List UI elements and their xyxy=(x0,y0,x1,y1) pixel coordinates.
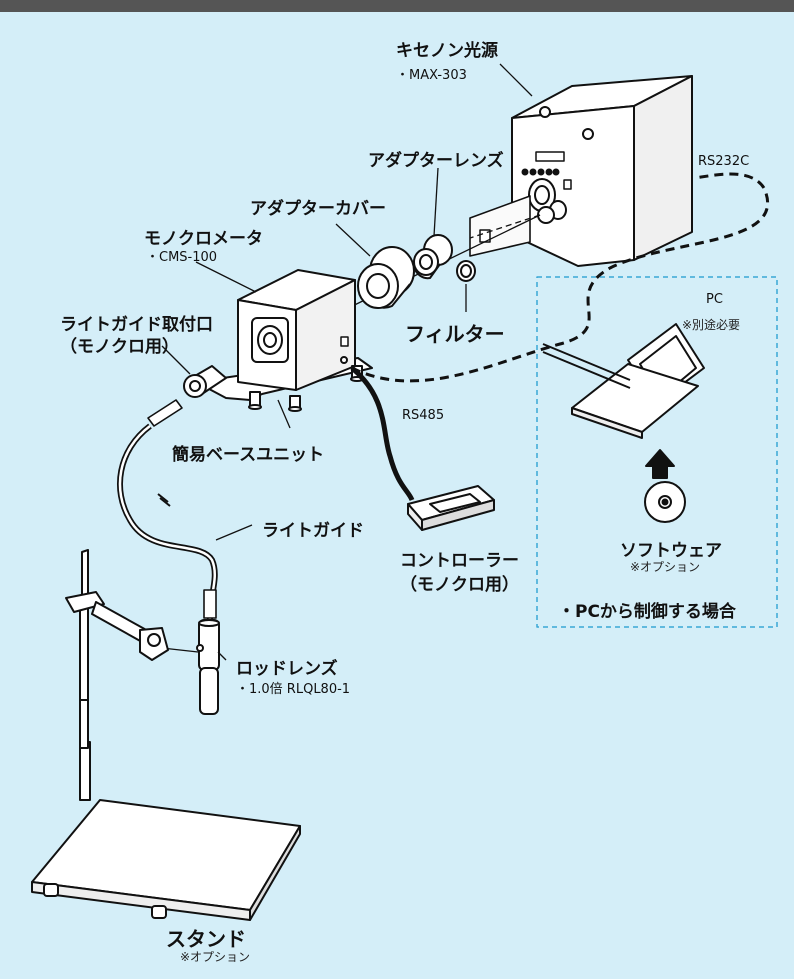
rod-lens-label: ロッドレンズ xyxy=(236,659,338,679)
rod-lens xyxy=(161,619,220,715)
pc-control-label: ・PCから制御する場合 xyxy=(558,602,736,622)
rod-lens-model-label: ・1.0倍 RLQL80-1 xyxy=(236,682,351,697)
software-label: ソフトウェア xyxy=(620,541,722,561)
adapter-lens xyxy=(413,234,453,280)
light-guide-port-label: ライトガイド取付口 xyxy=(60,315,213,335)
stand-label: スタンド xyxy=(166,927,246,951)
header-bar xyxy=(0,0,794,12)
controller-label: コントローラー xyxy=(400,551,519,571)
arrow-up-icon xyxy=(645,449,675,479)
stand-note-label: ※オプション xyxy=(180,950,251,964)
xenon-model-label: ・MAX-303 xyxy=(396,68,467,83)
pc-note-label: ※別途必要 xyxy=(682,318,741,332)
software-disc-icon xyxy=(644,481,686,523)
adapter-lens-label: アダプターレンズ xyxy=(368,151,504,171)
monochromator-label: モノクロメータ xyxy=(144,229,263,249)
light-guide-label: ライトガイド xyxy=(262,521,364,541)
pc-label: PC xyxy=(706,292,723,307)
stand xyxy=(31,549,301,921)
pc-option-box xyxy=(536,276,778,628)
controller xyxy=(407,485,495,531)
xenon-light-source xyxy=(469,75,693,267)
light-guide-port-sub-label: （モノクロ用） xyxy=(60,337,179,357)
rs485-label: RS485 xyxy=(402,408,445,423)
software-note-label: ※オプション xyxy=(630,560,701,574)
laptop xyxy=(571,323,705,439)
xenon-source-label: キセノン光源 xyxy=(396,41,498,61)
light-guide-cable xyxy=(116,399,218,621)
filter-label: フィルター xyxy=(405,322,505,346)
filter xyxy=(456,260,476,282)
monochromator-model-label: ・CMS-100 xyxy=(146,250,218,265)
rs232c-label: RS232C xyxy=(698,154,750,169)
light-guide-port xyxy=(183,365,227,398)
controller-sub-label: （モノクロ用） xyxy=(400,575,519,595)
monochromator xyxy=(195,269,373,412)
adapter-cover-label: アダプターカバー xyxy=(250,199,386,219)
base-unit-label: 簡易ベースユニット xyxy=(172,445,325,465)
adapter-cover xyxy=(357,246,415,309)
